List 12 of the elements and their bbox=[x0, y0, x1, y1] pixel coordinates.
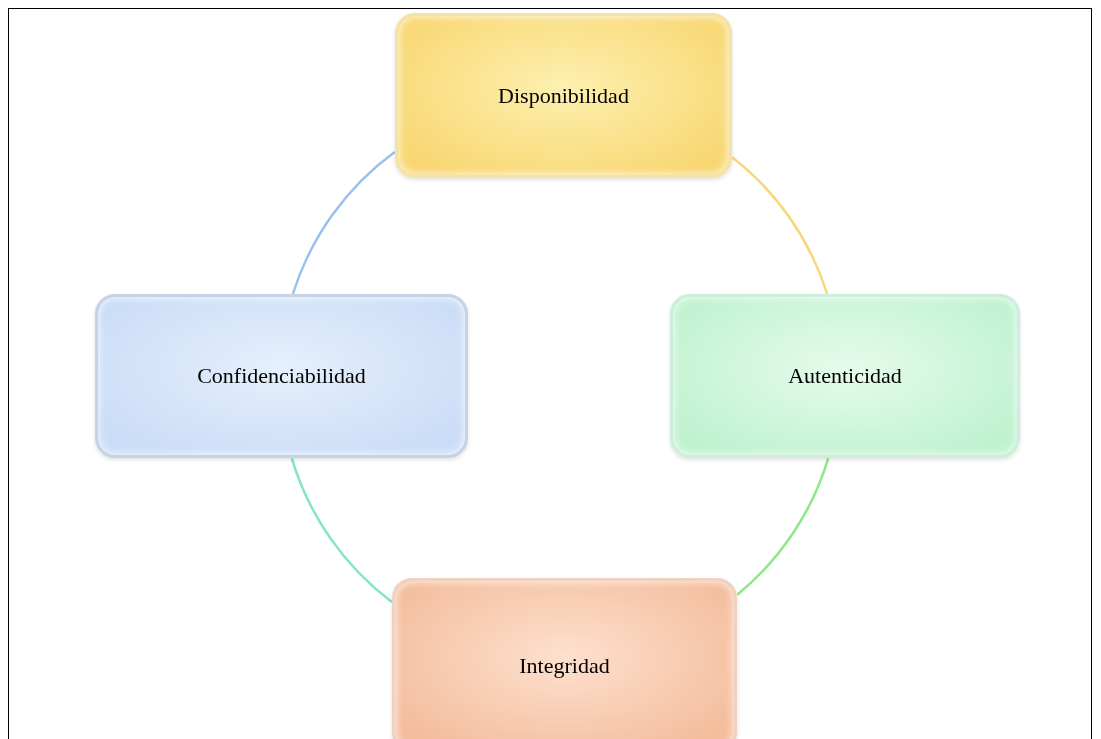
box-label: Integridad bbox=[518, 652, 611, 679]
rounded-box bbox=[395, 13, 732, 178]
rounded-box bbox=[95, 294, 468, 458]
connector-arc bbox=[291, 151, 396, 295]
box-label: Confidenciabilidad bbox=[196, 363, 367, 389]
box-label: Disponibilidad bbox=[497, 82, 630, 109]
rounded-box bbox=[670, 294, 1020, 458]
rounded-box bbox=[392, 578, 737, 739]
box-label: Autenticidad bbox=[787, 363, 903, 389]
connector-arc bbox=[731, 156, 829, 295]
connector-arc bbox=[290, 457, 393, 603]
connector-arc bbox=[736, 457, 830, 596]
